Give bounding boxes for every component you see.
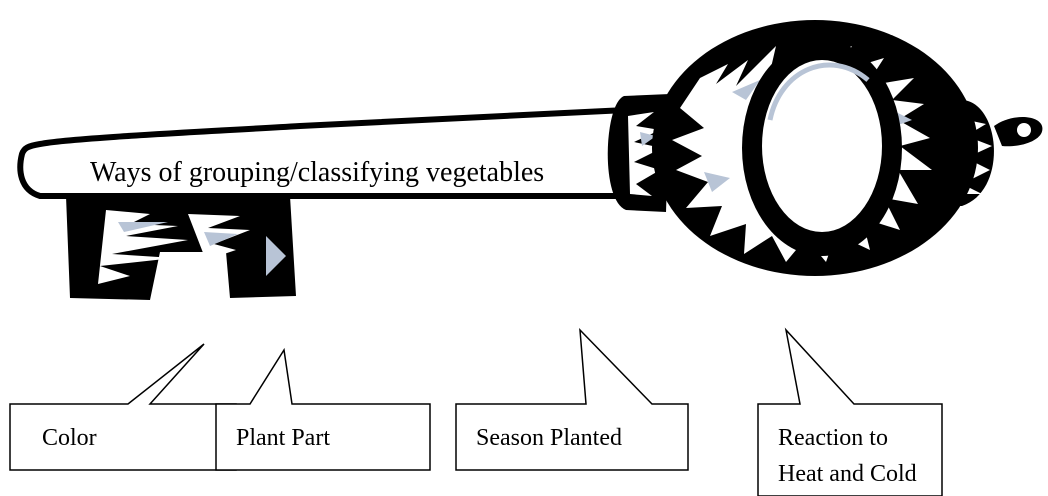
- callout-plant-part-label: Plant Part: [236, 425, 330, 451]
- callout-plant-part: Plant Part: [215, 347, 431, 471]
- key-bit: [66, 196, 296, 300]
- callout-color-label: Color: [42, 425, 97, 451]
- callout-reaction-label: Reaction to Heat and Cold: [778, 425, 917, 487]
- shaft-label: Ways of grouping/classifying vegetables: [90, 157, 544, 188]
- callout-season-planted-label: Season Planted: [476, 425, 622, 451]
- key-shaft: [17, 107, 629, 199]
- callout-reaction-line-2: Heat and Cold: [778, 461, 917, 487]
- key-bow: [607, 20, 1043, 276]
- callout-reaction-line-1: Reaction to: [778, 425, 888, 451]
- callout-color: Color: [9, 343, 237, 471]
- callout-season-planted: Season Planted: [455, 327, 689, 471]
- callout-reaction-heat-cold: Reaction to Heat and Cold: [757, 327, 943, 496]
